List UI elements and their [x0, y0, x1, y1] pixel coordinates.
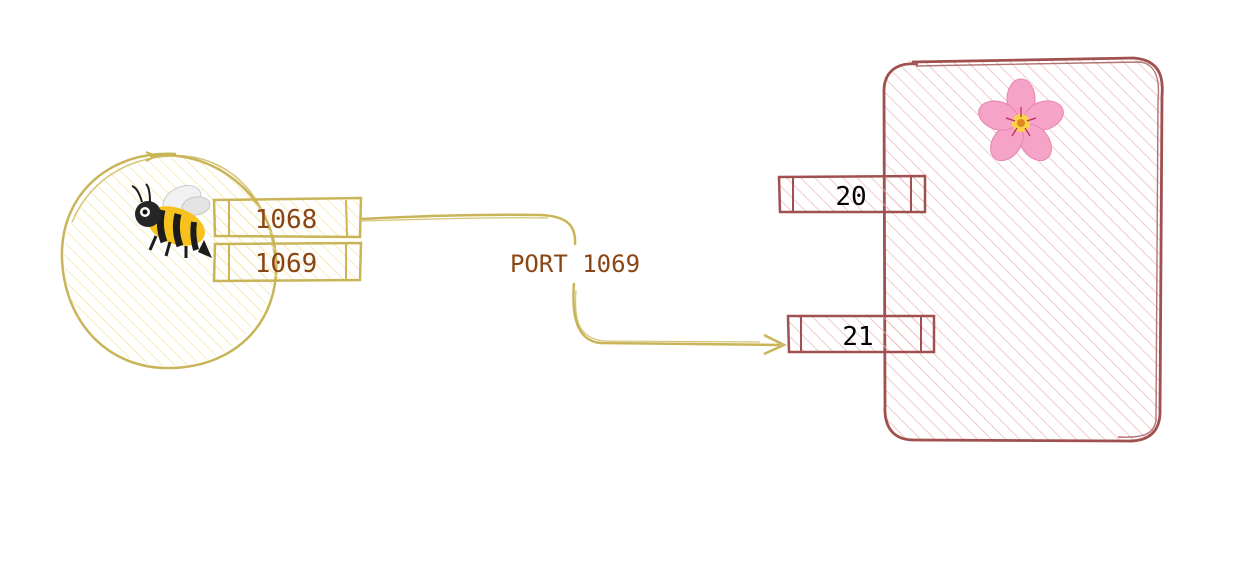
server-box — [884, 60, 1162, 440]
server-port-label: 21 — [842, 322, 873, 352]
server-box-outline — [882, 56, 1164, 443]
arrow-line — [360, 213, 577, 246]
cherry-blossom-icon — [978, 78, 1064, 162]
server-node: 20 21 — [777, 56, 1164, 443]
server-port-20: 20 — [777, 174, 927, 214]
server-port-label: 20 — [835, 182, 866, 212]
client-port-label: 1068 — [255, 205, 318, 235]
client-port-1068: 1068 — [212, 196, 363, 239]
server-port-21: 21 — [786, 314, 936, 354]
connection-arrow: PORT 1069 — [360, 213, 787, 356]
client-node: 1068 1069 — [60, 151, 363, 370]
arrow-line — [572, 282, 781, 347]
connection-label: PORT 1069 — [510, 250, 640, 278]
bee-icon — [131, 183, 212, 258]
arrowhead-icon — [763, 333, 787, 356]
client-circle-tick — [145, 151, 159, 162]
client-port-1069: 1069 — [212, 241, 363, 283]
client-port-label: 1069 — [255, 249, 318, 279]
